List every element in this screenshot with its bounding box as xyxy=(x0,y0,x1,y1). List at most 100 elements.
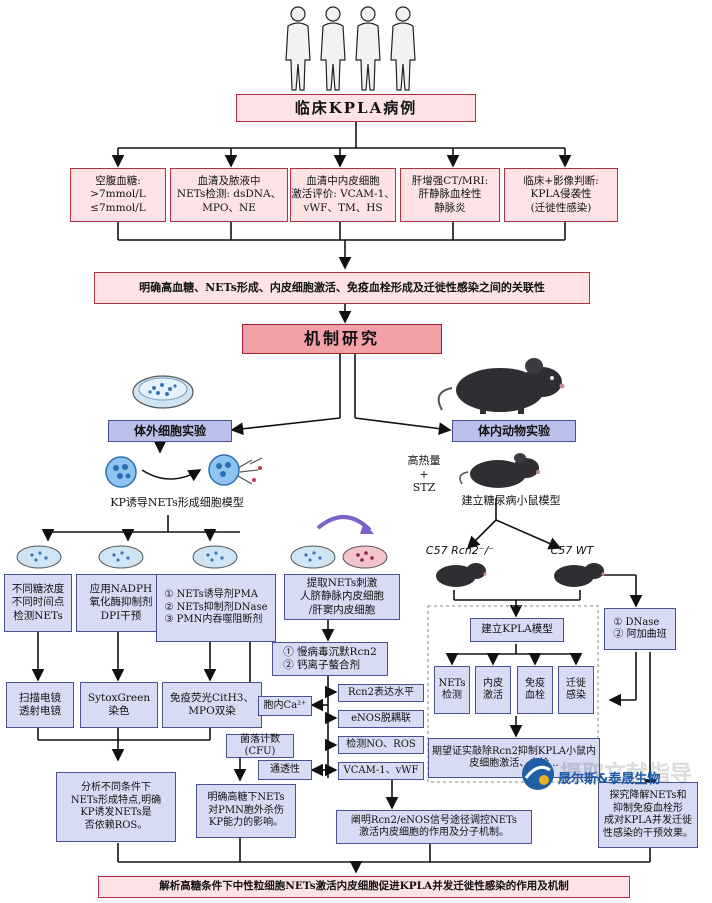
box-line: 激活内皮细胞的作用及分子机制。 xyxy=(359,827,509,838)
fasting-glucose-box: 空腹血糖:>7mmol/L≤7mmol/L xyxy=(70,168,166,222)
box-line: 对PMN胞外杀伤 xyxy=(208,804,284,816)
endothelial-activation-box: 血清中内皮细胞激活评价: VCAM-1、vWF、TM、HS xyxy=(290,168,396,222)
box-line: 血栓 xyxy=(525,690,545,701)
box-line: 期望证实敲除Rcn2抑制KPLA小鼠内 xyxy=(432,745,596,757)
mouse-ko-label: C57 Rcn2⁻/⁻ xyxy=(425,544,495,557)
box-line: DPI干预 xyxy=(100,609,142,622)
box-line: KP能力的影响。 xyxy=(208,817,284,829)
watermark-globe-icon xyxy=(522,758,554,790)
enos-uncoupling-box: eNOS脱耦联 xyxy=(338,710,424,728)
ko-mouse-icon xyxy=(436,563,487,587)
petri-dish-icon xyxy=(132,375,194,409)
kp-nets-model-label: KP诱导NETs形成细胞模型 xyxy=(110,496,244,509)
permeability-box: 通透性 xyxy=(258,760,312,780)
nets-stimulation-box: 提取NETs刺激人脐静脉内皮细胞/肝窦内皮细胞 xyxy=(284,574,400,620)
box-line: 人脐静脉内皮细胞 xyxy=(300,590,384,603)
box-line: 激活评价: VCAM-1、 xyxy=(291,188,395,201)
petri-dish-icon xyxy=(290,545,336,569)
box-line: 应用NADPH xyxy=(89,583,153,596)
watermark-faint-text: 摄取文献指导 xyxy=(560,762,693,787)
diabetic-model-label: 建立糖尿病小鼠模型 xyxy=(461,494,561,507)
box-line: NETs xyxy=(438,677,466,689)
box-line: ① 慢病毒沉默Rcn2 xyxy=(283,645,377,658)
vivo-thrombosis-box: 免疫血栓 xyxy=(517,666,553,714)
box-line: ② NETs抑制剂DNase xyxy=(164,601,268,613)
box-line: SytoxGreen xyxy=(87,691,151,704)
box-line: 分析不同条件下 xyxy=(81,782,151,793)
box-line: 提取NETs刺激 xyxy=(306,577,378,590)
conclusion-box: 解析高糖条件下中性粒细胞NETs激活内皮细胞促进KPLA并发迁徙性感染的作用及机… xyxy=(98,876,630,898)
box-line: >7mmol/L xyxy=(90,188,146,201)
electron-microscopy-box: 扫描电镜透射电镜 xyxy=(6,682,74,728)
box-line: ② 阿加曲班 xyxy=(613,629,667,640)
box-line: 抑制免疫血栓形 xyxy=(613,802,683,814)
endothelial-dish-icon xyxy=(342,545,388,569)
box-line: ≤7mmol/L xyxy=(90,201,146,214)
mouse-wt-label: C57 WT xyxy=(550,544,594,557)
box-line: 临床+影像判断: xyxy=(523,175,599,188)
box-line: 检测NETs xyxy=(13,609,63,622)
box-line: 静脉炎 xyxy=(434,201,466,214)
petri-dish-icon xyxy=(192,545,238,569)
mouse-illustration-icon xyxy=(437,358,565,414)
diet-label: 高热量 + STZ xyxy=(404,452,444,494)
diabetic-mouse-icon xyxy=(459,453,540,488)
vcam-vwf-box: VCAM-1、vWF xyxy=(338,762,424,780)
liver-ct-box: 肝增强CT/MRI:肝静脉血栓性静脉炎 xyxy=(400,168,500,222)
box-line: 免疫荧光CitH3、 xyxy=(170,691,254,704)
box-line: 激活 xyxy=(483,690,503,701)
box-line: (迁徙性感染) xyxy=(530,201,592,214)
association-summary-box: 明确高血糖、NETs形成、内皮细胞激活、免疫血栓形成及迁徙性感染之间的关联性 xyxy=(94,272,590,304)
box-line: NETs形成特点,明确 xyxy=(70,794,162,806)
kpla-model-box: 建立KPLA模型 xyxy=(470,618,564,642)
kp-cell-icon xyxy=(105,456,137,488)
box-line: NETs检测: dsDNA、 xyxy=(176,188,282,201)
mechanism-title: 机制研究 xyxy=(242,324,442,354)
box-line: 免疫 xyxy=(525,677,545,689)
petri-dish-icon xyxy=(16,545,62,569)
patients-illustration-icon xyxy=(285,6,416,91)
glucose-condition-box: 不同糖浓度不同时间点检测NETs xyxy=(4,574,72,632)
clinical-imaging-box: 临床+影像判断:KPLA侵袭性(迁徙性感染) xyxy=(504,168,618,222)
clinical-cases-title: 临床KPLA病例 xyxy=(236,94,476,122)
box-line: 迁徙 xyxy=(566,677,586,689)
immunofluorescence-box: 免疫荧光CitH3、MPO双染 xyxy=(162,682,262,728)
rcn2-expression-box: Rcn2表达水平 xyxy=(338,684,424,702)
watermark-text: 晟尔斯&泰晟生物 xyxy=(558,772,661,787)
wt-mouse-icon xyxy=(554,563,605,587)
box-line: 不同时间点 xyxy=(11,596,65,609)
box-line: 肝增强CT/MRI: xyxy=(411,175,489,188)
box-line: 染色 xyxy=(108,705,130,717)
box-line: 血清中内皮细胞 xyxy=(306,175,380,188)
vivo-migration-box: 迁徙感染 xyxy=(558,666,594,714)
diet-plus: + xyxy=(419,468,429,481)
box-line: ① NETs诱导剂PMA xyxy=(164,589,258,601)
diet-line: STZ xyxy=(412,481,436,494)
box-line: MPO、NE xyxy=(202,201,256,214)
box-line: 性感染的干预效果。 xyxy=(603,827,693,839)
box-line: 检测 xyxy=(442,690,462,701)
watermark-logo: 摄取文献指导 晟尔斯&泰晟生物 xyxy=(520,754,704,794)
box-line: 感染 xyxy=(566,690,586,701)
box-line: 血清及脓液中 xyxy=(197,175,261,188)
petri-dish-icon xyxy=(98,545,144,569)
box-line: 不同糖浓度 xyxy=(11,583,65,596)
box-line: 皮细胞激活、血栓... xyxy=(469,758,559,769)
box-line: MPO双染 xyxy=(188,705,236,717)
box-line: 肝静脉血栓性 xyxy=(418,188,482,201)
box-line: 空腹血糖: xyxy=(95,175,141,188)
intervention-explore-box: 探究降解NETs和抑制免疫血栓形成对KPLA并发迁徙性感染的干预效果。 xyxy=(598,782,698,848)
box-line: 探究降解NETs和 xyxy=(609,790,687,801)
box-line: 氧化酶抑制剂 xyxy=(89,596,153,609)
no-ros-detection-box: 检测NO、ROS xyxy=(338,736,424,754)
box-line: /肝窦内皮细胞 xyxy=(308,603,376,616)
